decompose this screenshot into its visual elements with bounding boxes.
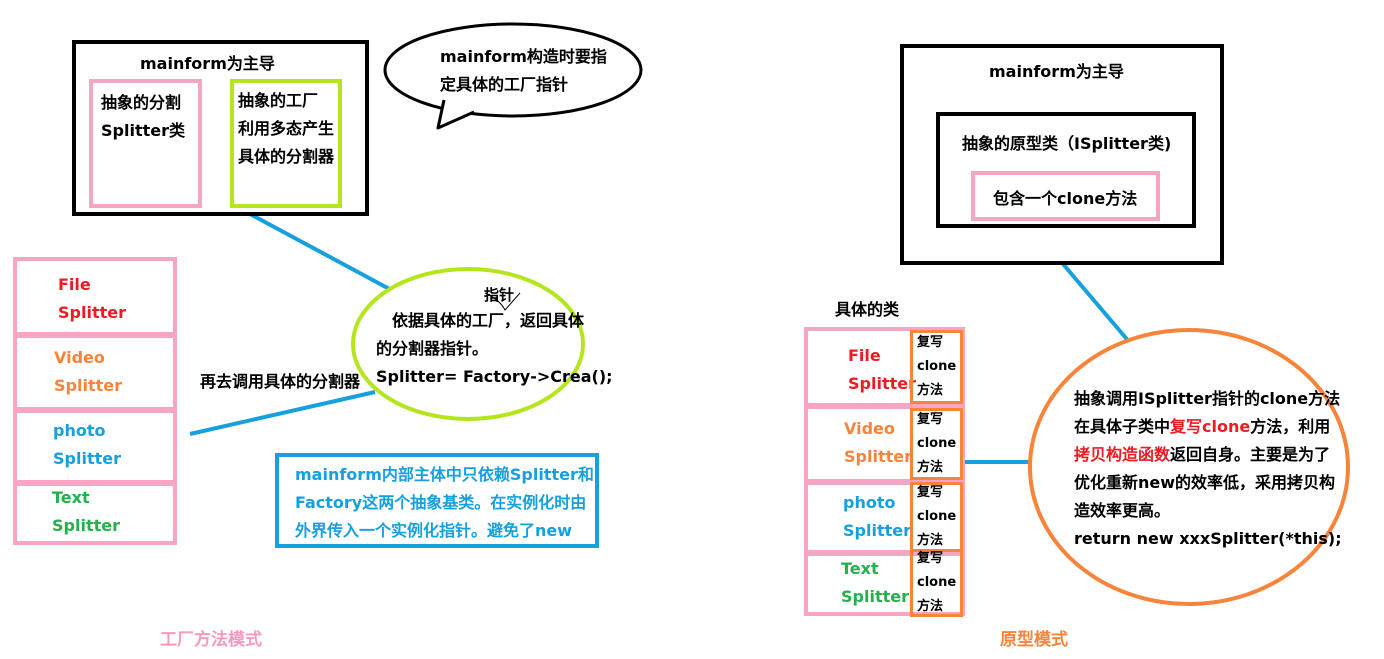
blue-note-line1: mainform内部主体中只依赖Splitter和	[295, 465, 594, 484]
annotation-mark	[484, 292, 521, 311]
abstract-splitter-line1: 抽象的分割	[101, 93, 182, 112]
speech-line1: mainform构造时要指	[440, 47, 607, 66]
circle-line2-b: 复写clone	[1170, 417, 1251, 436]
left-text-label-1: Text	[52, 488, 90, 507]
clone-override-box-file	[910, 330, 963, 404]
right-main-title: mainform为主导	[989, 62, 1124, 81]
connector-main-to-circle	[1061, 262, 1133, 346]
left-photo-label-1: photo	[53, 421, 106, 440]
abstract-factory-line3: 具体的分割器	[238, 147, 335, 166]
left-video-label-2: Splitter	[54, 376, 122, 395]
speech-line2: 定具体的工厂指针	[440, 75, 569, 94]
left-splitter-text	[13, 482, 177, 545]
ellipse-line1: 依据具体的工厂，返回具体	[392, 311, 585, 330]
circle-line3-b: 返回自身。主要是为了	[1170, 445, 1331, 464]
abstract-splitter-line2: Splitter类	[101, 121, 185, 140]
circle-line1: 抽象调用ISplitter指针的clone方法	[1074, 389, 1341, 408]
left-abstract-splitter-box	[89, 79, 202, 208]
blue-note-box	[275, 453, 599, 548]
ellipse-line3: Splitter= Factory->Crea();	[376, 367, 613, 386]
left-text-label-2: Splitter	[52, 516, 120, 535]
circle-line2: 在具体子类中复写clone方法，利用	[1074, 413, 1330, 441]
clone-text-3: 方法	[917, 599, 944, 614]
right-photo-label-2: Splitter	[843, 521, 911, 540]
prototype-circle	[1028, 328, 1350, 606]
circle-line6: return new xxxSplitter(*this);	[1074, 529, 1342, 548]
left-main-title: mainform为主导	[140, 54, 275, 73]
speech-bubble	[383, 22, 643, 130]
left-file-label-1: File	[58, 275, 91, 294]
blue-note-line2: Factory这两个抽象基类。在实例化时由	[295, 493, 587, 512]
left-photo-label-2: Splitter	[53, 449, 121, 468]
clone-file-1: 复写	[917, 335, 944, 350]
right-text-label-1: Text	[841, 559, 879, 578]
left-caption: 工厂方法模式	[160, 630, 262, 650]
ellipse-annotation: 指针	[484, 286, 515, 304]
left-video-label-1: Video	[54, 348, 105, 367]
abstract-factory-line1: 抽象的工厂	[238, 91, 319, 110]
left-main-box	[72, 40, 369, 216]
right-prototype-title: 抽象的原型类（ISplitter类)	[962, 134, 1172, 153]
clone-video-2: clone	[917, 436, 957, 451]
right-splitter-text	[804, 552, 965, 616]
right-prototype-box	[936, 112, 1196, 228]
right-photo-label-1: photo	[843, 493, 896, 512]
right-clone-method-label: 包含一个clone方法	[993, 189, 1138, 208]
blue-note-line3: 外界传入一个实例化指针。避免了new	[295, 521, 573, 540]
abstract-factory-line2: 利用多态产生	[238, 119, 335, 138]
circle-line2-a: 在具体子类中	[1074, 417, 1171, 436]
clone-override-box-text	[910, 549, 963, 617]
left-file-label-2: Splitter	[58, 303, 126, 322]
call-concrete-label: 再去调用具体的分割器	[200, 372, 361, 391]
circle-line2-c: 方法，利用	[1250, 417, 1331, 436]
circle-line3-a: 拷贝构造函数	[1074, 445, 1171, 464]
right-file-label-2: Splitter	[848, 374, 916, 393]
clone-photo-1: 复写	[917, 485, 944, 500]
right-caption: 原型模式	[1000, 630, 1068, 650]
clone-photo-2: clone	[917, 509, 957, 524]
concrete-class-label: 具体的类	[835, 300, 900, 319]
clone-video-1: 复写	[917, 412, 944, 427]
clone-text-2: clone	[917, 575, 957, 590]
left-abstract-factory-box	[230, 79, 342, 208]
circle-line3: 拷贝构造函数返回自身。主要是为了	[1074, 441, 1330, 469]
clone-file-2: clone	[917, 359, 957, 374]
circle-line4: 优化重新new的效率低，采用拷贝构	[1074, 473, 1336, 492]
right-video-label-2: Splitter	[844, 447, 912, 466]
circle-line5: 造效率更高。	[1074, 501, 1171, 520]
right-text-label-2: Splitter	[841, 587, 909, 606]
right-file-label-1: File	[848, 346, 881, 365]
ellipse-line2: 的分割器指针。	[376, 339, 489, 358]
connector-main-to-ellipse	[249, 212, 396, 294]
right-clone-method-box	[971, 171, 1160, 221]
connector-ellipse-to-splitters	[189, 390, 376, 436]
factory-ellipse	[351, 267, 585, 421]
right-video-label-1: Video	[844, 419, 895, 438]
clone-text-1: 复写	[917, 551, 944, 566]
clone-video-3: 方法	[917, 460, 944, 475]
right-main-box	[900, 44, 1224, 265]
clone-override-box-video	[910, 408, 963, 480]
clone-photo-3: 方法	[917, 533, 944, 548]
clone-file-3: 方法	[917, 383, 944, 398]
